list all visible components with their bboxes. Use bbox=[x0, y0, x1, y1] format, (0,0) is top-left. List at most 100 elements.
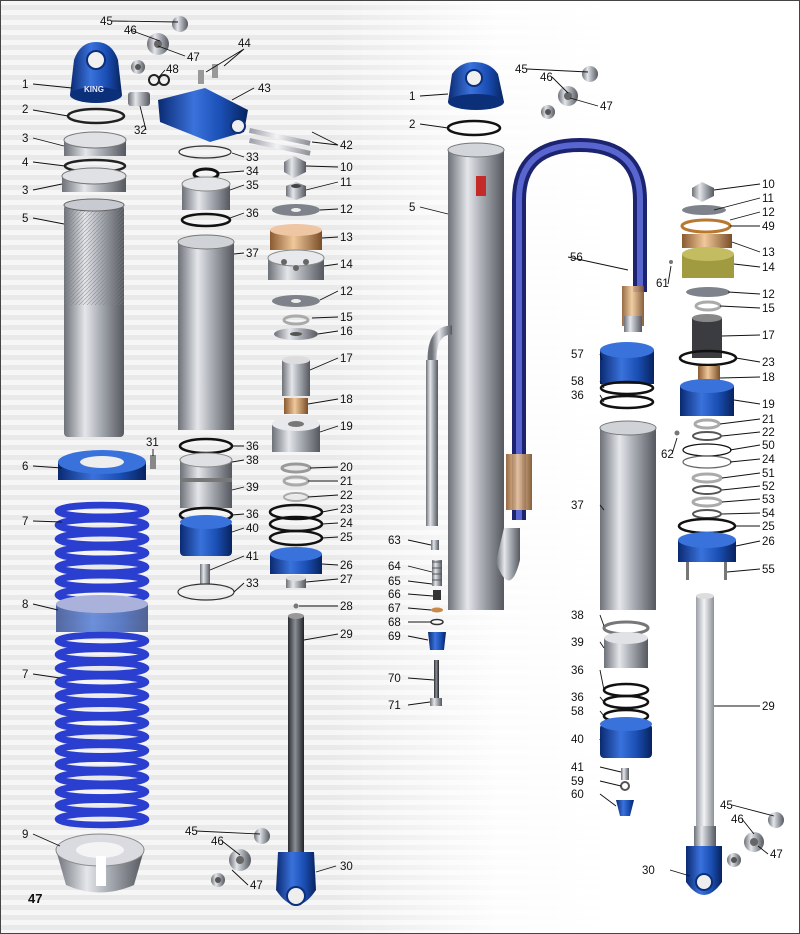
callout-11: 11 bbox=[762, 193, 774, 205]
callout-41: 41 bbox=[246, 551, 259, 563]
upper-spring-7 bbox=[54, 501, 150, 605]
callout-40: 40 bbox=[571, 734, 584, 746]
callout-33: 33 bbox=[246, 152, 259, 164]
preload-ring-3-top bbox=[63, 131, 127, 156]
callout-36: 36 bbox=[246, 509, 259, 521]
spring-coil bbox=[54, 768, 150, 788]
callout-26: 26 bbox=[340, 560, 353, 572]
callout-37: 37 bbox=[246, 248, 259, 260]
callout-53: 53 bbox=[762, 494, 775, 506]
callout-7: 7 bbox=[22, 516, 28, 528]
callout-43: 43 bbox=[258, 83, 271, 95]
callout-24: 24 bbox=[762, 454, 775, 466]
end-cap-40-left bbox=[180, 515, 232, 556]
fitting-32 bbox=[128, 92, 150, 106]
callout-65: 65 bbox=[388, 576, 401, 588]
callout-45: 45 bbox=[185, 826, 198, 838]
callout-13: 13 bbox=[340, 232, 353, 244]
spring-coil bbox=[54, 755, 150, 774]
callout-58: 58 bbox=[571, 376, 584, 388]
callout-54: 54 bbox=[762, 508, 775, 520]
spring-retainer-9 bbox=[55, 833, 145, 893]
callout-58: 58 bbox=[571, 706, 584, 718]
callout-10: 10 bbox=[340, 162, 353, 174]
callout-41: 41 bbox=[571, 762, 584, 774]
callout-34: 34 bbox=[246, 166, 259, 178]
callout-labels: 45 46 47 44 48 1 43 2 32 3 42 33 4 10 34… bbox=[22, 16, 783, 906]
callout-59: 59 bbox=[571, 776, 584, 788]
oring-36-b bbox=[178, 437, 234, 455]
callout-15: 15 bbox=[340, 312, 353, 324]
callout-36: 36 bbox=[246, 441, 259, 453]
spring-coil bbox=[54, 543, 150, 563]
callout-7: 7 bbox=[22, 669, 28, 681]
callout-24: 24 bbox=[340, 518, 353, 530]
shaft-29-right bbox=[694, 593, 716, 846]
body-cap-left: KING bbox=[70, 42, 122, 103]
spring-coil bbox=[54, 741, 150, 760]
bearing-set-45-46-47-mid bbox=[211, 828, 270, 887]
pins-42 bbox=[248, 127, 311, 156]
floating-piston-right bbox=[602, 620, 650, 724]
callout-32: 32 bbox=[134, 125, 147, 137]
callout-47: 47 bbox=[770, 849, 783, 861]
callout-12: 12 bbox=[762, 289, 775, 301]
valve-59-60 bbox=[616, 768, 634, 816]
spring-coil bbox=[54, 501, 150, 521]
callout-45: 45 bbox=[720, 800, 733, 812]
callout-21: 21 bbox=[340, 476, 353, 488]
callout-39: 39 bbox=[246, 482, 259, 494]
callout-39: 39 bbox=[571, 637, 584, 649]
callout-50: 50 bbox=[762, 440, 775, 452]
spring-coil bbox=[54, 529, 150, 549]
piston-stack-right bbox=[669, 182, 738, 580]
body-cap-right bbox=[448, 62, 504, 110]
callout-60: 60 bbox=[571, 789, 584, 801]
shock-body-5-right bbox=[426, 142, 520, 610]
bearing-set-45-46-47-top bbox=[131, 16, 188, 74]
callout-47: 47 bbox=[600, 101, 613, 113]
callout-29: 29 bbox=[340, 629, 353, 641]
callout-28: 28 bbox=[340, 601, 353, 613]
callout-40: 40 bbox=[246, 523, 259, 535]
spring-coil bbox=[54, 727, 150, 746]
callout-46: 46 bbox=[731, 814, 744, 826]
callout-56: 56 bbox=[570, 252, 583, 264]
callout-15: 15 bbox=[762, 303, 775, 315]
callout-68: 68 bbox=[388, 617, 401, 629]
oring-36-right-top bbox=[599, 394, 655, 410]
reservoir-body-37-left bbox=[177, 234, 235, 430]
callout-36: 36 bbox=[246, 208, 259, 220]
callout-2: 2 bbox=[409, 119, 415, 131]
callout-12: 12 bbox=[340, 204, 353, 216]
callout-30: 30 bbox=[340, 861, 353, 873]
callout-20: 20 bbox=[340, 462, 353, 474]
callout-57: 57 bbox=[571, 349, 584, 361]
callout-61: 61 bbox=[656, 278, 669, 290]
callout-35: 35 bbox=[246, 180, 259, 192]
callout-5: 5 bbox=[22, 213, 28, 225]
snap-ring-33-top bbox=[178, 145, 232, 159]
spring-coil bbox=[54, 700, 150, 719]
spring-seat-6 bbox=[58, 450, 146, 480]
preload-ring-3-bottom bbox=[61, 167, 127, 192]
spring-coil bbox=[54, 515, 150, 535]
callout-26: 26 bbox=[762, 536, 775, 548]
callout-36: 36 bbox=[571, 692, 584, 704]
rod-end-30-left bbox=[276, 852, 316, 906]
oring-2-left bbox=[66, 107, 126, 125]
callout-3: 3 bbox=[22, 185, 28, 197]
callout-46: 46 bbox=[540, 72, 553, 84]
callout-30: 30 bbox=[642, 865, 655, 877]
callout-38: 38 bbox=[571, 610, 584, 622]
screw-31 bbox=[150, 455, 156, 469]
callout-13: 13 bbox=[762, 247, 775, 259]
callout-48: 48 bbox=[166, 64, 179, 76]
callout-51: 51 bbox=[762, 468, 775, 480]
callout-55: 55 bbox=[762, 564, 775, 576]
callout-6: 6 bbox=[22, 461, 28, 473]
callout-36: 36 bbox=[571, 390, 584, 402]
callout-14: 14 bbox=[762, 262, 775, 274]
spring-coil bbox=[54, 645, 150, 664]
spring-coil bbox=[54, 810, 150, 829]
